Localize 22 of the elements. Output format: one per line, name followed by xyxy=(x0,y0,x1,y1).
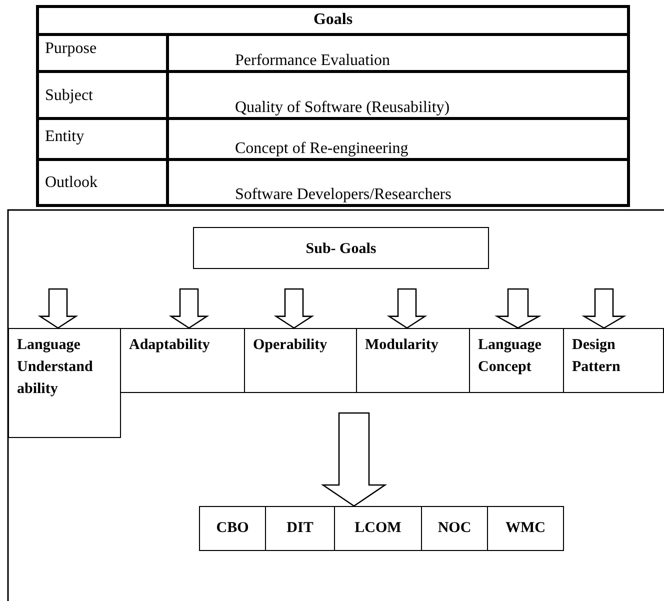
subgoal-box: Design Pattern xyxy=(563,328,664,393)
subgoal-box: Language Concept xyxy=(469,328,564,393)
goal-box: Sub- Goals xyxy=(193,227,489,269)
table-cell: Software Developers/Researchers xyxy=(166,158,630,207)
table-header: Goals xyxy=(36,5,630,36)
block-arrow xyxy=(320,412,388,507)
subgoal-box: Adaptability xyxy=(120,328,245,393)
block-arrow xyxy=(386,288,428,329)
subgoal-box: Operability xyxy=(244,328,357,393)
row-heading: Outlook xyxy=(36,158,169,207)
metric-box: WMC xyxy=(487,506,564,551)
block-arrow xyxy=(168,288,210,329)
block-arrow xyxy=(494,288,542,329)
block-arrow xyxy=(38,288,78,329)
metric-box: CBO xyxy=(199,506,266,551)
subgoal-box: Modularity xyxy=(356,328,470,393)
subgoal-box: Language Understand ability xyxy=(8,328,121,438)
metric-box: NOC xyxy=(421,506,488,551)
metric-box: DIT xyxy=(265,506,335,551)
metric-box: LCOM xyxy=(334,506,422,551)
block-arrow xyxy=(582,288,626,329)
block-arrow xyxy=(274,288,314,329)
